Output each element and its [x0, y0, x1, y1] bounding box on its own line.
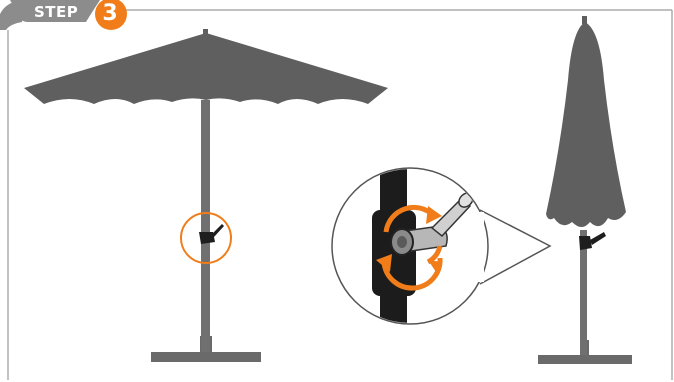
umbrella-canopy [24, 33, 388, 104]
step-number: 3 [102, 1, 118, 26]
crank-highlight-circle [180, 212, 232, 264]
zoom-callout [331, 167, 552, 325]
rotate-arrows-icon [376, 204, 443, 291]
crank-handle-icon [390, 192, 474, 256]
panel-border [7, 9, 673, 380]
closed-umbrella [538, 16, 632, 364]
closed-umbrella-pole [580, 230, 587, 355]
closed-umbrella-canopy [546, 22, 626, 227]
umbrella-pole [201, 100, 210, 352]
step-tab [0, 0, 127, 30]
open-umbrella [24, 29, 388, 362]
step-label: STEP [34, 3, 79, 21]
umbrella-base [151, 352, 261, 362]
step-number-badge [95, 0, 127, 30]
closed-umbrella-base [538, 355, 632, 364]
